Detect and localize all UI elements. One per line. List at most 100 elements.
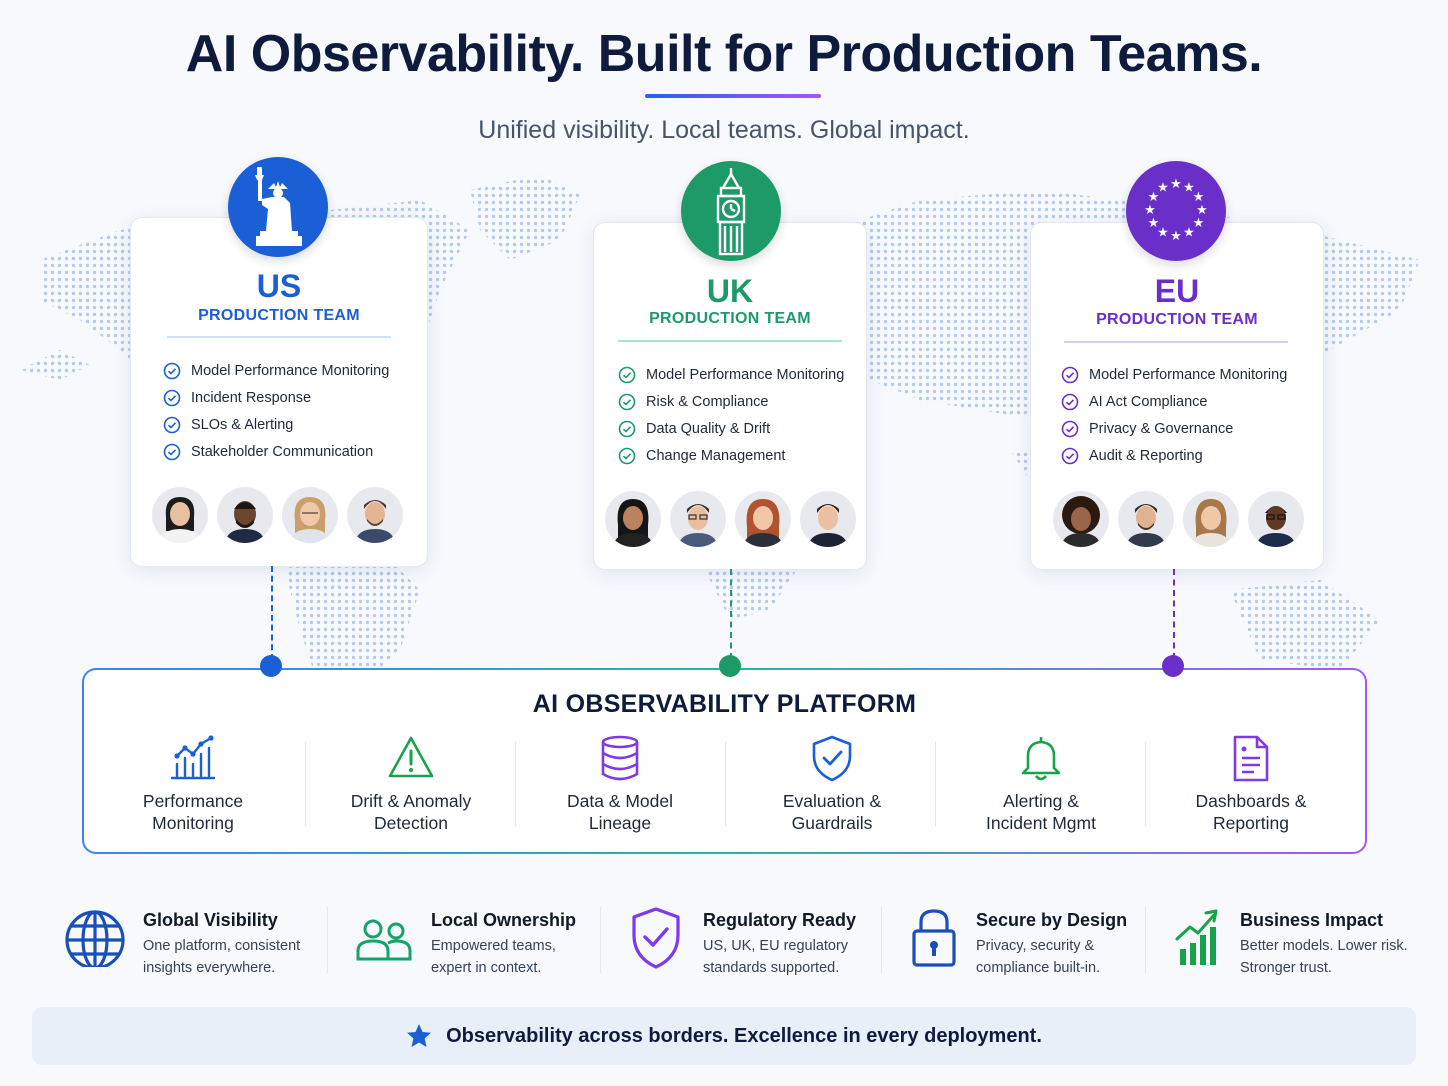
footer-text: Observability across borders. Excellence… [446, 1024, 1042, 1047]
check-circle-icon [1061, 393, 1079, 410]
page-title: AI Observability. Built for Production T… [185, 25, 1263, 83]
benefit-title: Regulatory Ready [703, 910, 857, 930]
feature-label: Stakeholder Communication [191, 443, 374, 460]
uk-badge [681, 161, 781, 261]
page-subtitle: Unified visibility. Local teams. Global … [478, 116, 970, 144]
us-feature-list: Model Performance Monitoring Incident Re… [163, 357, 427, 465]
capability-divider [725, 742, 726, 826]
avatar [217, 487, 273, 543]
capability-label: Monitoring [152, 813, 234, 833]
benefit-description: Stronger trust. [1240, 960, 1332, 976]
us-region-title: US [256, 268, 302, 304]
us-badge [228, 157, 328, 257]
list-item: SLOs & Alerting [163, 411, 427, 438]
capability-label: Dashboards & [1195, 791, 1307, 811]
capability-label: Data & Model [566, 791, 674, 811]
svg-text:★: ★ [1183, 181, 1195, 196]
uk-team-card: UK PRODUCTION TEAM Model Performance Mon… [593, 222, 867, 570]
capability-divider [935, 742, 936, 826]
feature-label: SLOs & Alerting [191, 416, 294, 433]
capability-evaluation-guardrails: Evaluation &Guardrails [727, 734, 937, 834]
benefit-secure-by-design: Secure by Design Privacy, security &comp… [910, 905, 1140, 985]
globe-icon [65, 910, 125, 967]
svg-text:★: ★ [1170, 177, 1182, 192]
benefit-description: US, UK, EU regulatory [703, 938, 849, 954]
check-circle-icon [618, 447, 636, 464]
benefit-description: insights everywhere. [143, 960, 276, 976]
avatar [1248, 491, 1304, 547]
benefit-divider [881, 907, 882, 973]
benefit-divider [327, 907, 328, 973]
uk-card-divider [618, 340, 842, 342]
benefit-description: One platform, consistent [143, 938, 301, 954]
lock-icon [912, 909, 956, 967]
us-team-avatars [152, 487, 403, 543]
benefit-title: Global Visibility [143, 910, 278, 930]
benefit-title: Secure by Design [976, 910, 1128, 930]
capability-label: Guardrails [791, 813, 873, 833]
benefit-description: Empowered teams, [431, 938, 556, 954]
feature-label: Risk & Compliance [646, 393, 769, 410]
big-ben-icon [716, 168, 746, 256]
svg-text:★: ★ [1183, 226, 1195, 241]
uk-team-label: PRODUCTION TEAM [649, 310, 811, 327]
list-item: Change Management [618, 442, 866, 469]
check-circle-icon [1061, 366, 1079, 383]
benefit-description: compliance built-in. [976, 960, 1101, 976]
people-icon [356, 919, 412, 961]
feature-label: Audit & Reporting [1089, 447, 1203, 464]
check-circle-icon [163, 362, 181, 379]
uk-connector-node [719, 655, 741, 677]
title-underline [645, 94, 821, 98]
list-item: Privacy & Governance [1061, 415, 1323, 442]
uk-feature-list: Model Performance Monitoring Risk & Comp… [618, 361, 866, 469]
eu-stars-icon: ★★★ ★★★ ★★★ ★★★ [1144, 177, 1208, 244]
svg-text:★: ★ [1148, 216, 1160, 231]
growth-chart-icon [1175, 909, 1218, 965]
eu-card-divider [1064, 341, 1288, 343]
benefit-description: expert in context. [431, 960, 542, 976]
feature-label: Model Performance Monitoring [191, 362, 390, 379]
benefit-title: Local Ownership [431, 910, 577, 930]
list-item: Model Performance Monitoring [163, 357, 427, 384]
us-team-card: US PRODUCTION TEAM Model Performance Mon… [130, 217, 428, 567]
platform-title: AI OBSERVABILITY PLATFORM [532, 690, 917, 718]
capability-label: Performance [142, 791, 244, 811]
eu-team-label: PRODUCTION TEAM [1096, 311, 1258, 328]
benefit-regulatory-ready: Regulatory Ready US, UK, EU regulatory st… [630, 905, 870, 985]
warning-icon [388, 736, 434, 778]
benefit-local-ownership: Local Ownership Empowered teams, expert i… [354, 905, 594, 985]
uk-connector-line [730, 569, 732, 659]
uk-team-avatars [605, 491, 856, 547]
avatar [800, 491, 856, 547]
svg-text:★: ★ [1193, 216, 1205, 231]
capability-label: Drift & Anomaly [350, 791, 472, 811]
capability-label: Detection [374, 813, 448, 833]
footer-banner: Observability across borders. Excellence… [32, 1007, 1416, 1065]
us-team-label: PRODUCTION TEAM [198, 307, 360, 324]
benefit-description: standards supported. [703, 960, 840, 976]
check-circle-icon [618, 366, 636, 383]
avatar [282, 487, 338, 543]
benefit-description: Better models. Lower risk. [1240, 938, 1408, 954]
eu-feature-list: Model Performance Monitoring AI Act Comp… [1061, 361, 1323, 469]
list-item: Incident Response [163, 384, 427, 411]
svg-text:★: ★ [1193, 190, 1205, 205]
svg-text:★: ★ [1157, 226, 1169, 241]
benefit-business-impact: Business Impact Better models. Lower ris… [1174, 905, 1424, 985]
list-item: Data Quality & Drift [618, 415, 866, 442]
report-icon [1233, 735, 1269, 782]
list-item: Risk & Compliance [618, 388, 866, 415]
avatar [1053, 491, 1109, 547]
benefit-divider [600, 907, 601, 973]
us-card-divider [167, 336, 391, 338]
avatar [670, 491, 726, 547]
chart-icon [170, 735, 216, 780]
capability-divider [1145, 742, 1146, 826]
check-circle-icon [618, 420, 636, 437]
svg-text:★: ★ [1196, 203, 1208, 218]
